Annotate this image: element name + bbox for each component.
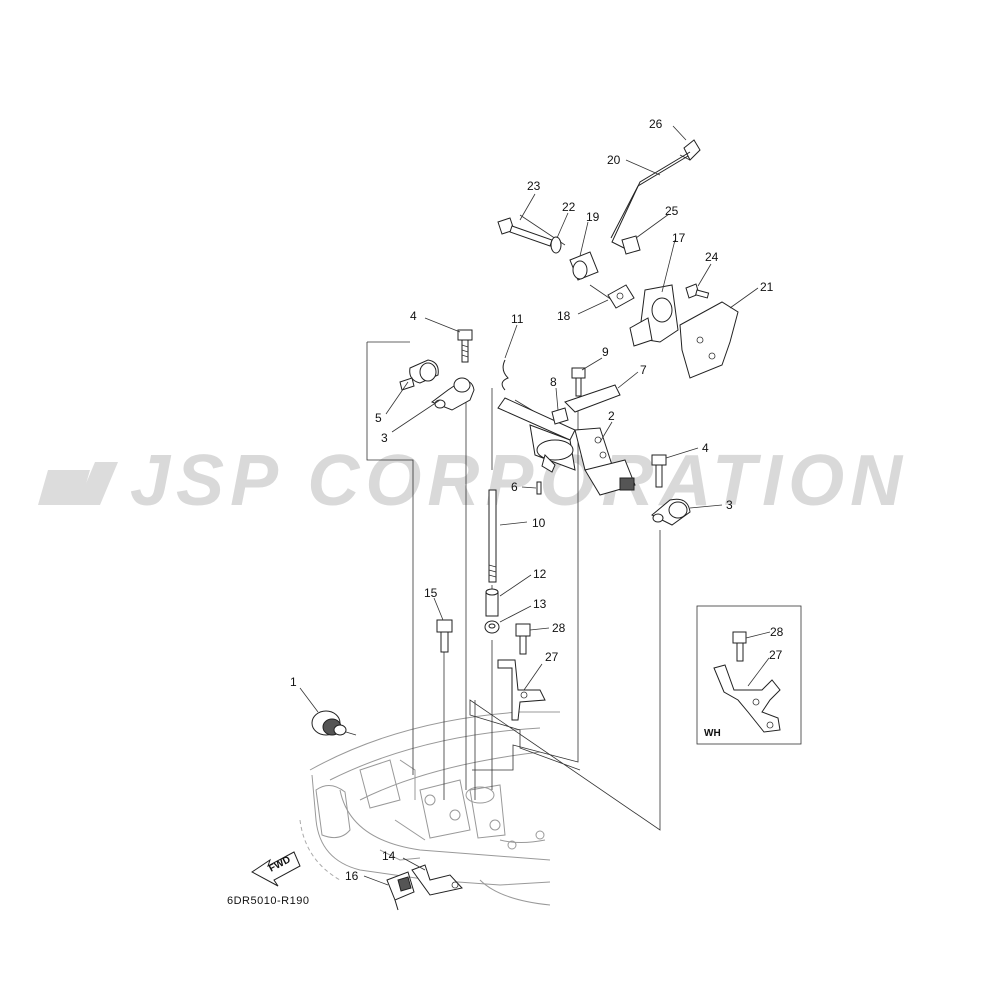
part-27-bracket: [497, 659, 546, 721]
part-13-nut: [484, 620, 500, 634]
label-18: 18: [557, 309, 571, 323]
part-14-bracket: [411, 864, 463, 896]
label-5: 5: [375, 411, 382, 425]
part-17-throttle-cam: [629, 284, 679, 347]
part-16-clip: [386, 871, 415, 911]
part-6-pin: [536, 481, 542, 495]
label-9: 9: [602, 345, 609, 359]
label-26: 26: [649, 117, 663, 131]
label-4-upper: 4: [410, 309, 417, 323]
inset-label-27: 27: [769, 648, 783, 662]
inset-tag: WH: [704, 728, 721, 739]
fwd-arrow-icon: FWD: [251, 851, 301, 887]
part-11-clip: [501, 359, 509, 391]
part-9-bolt: [571, 367, 586, 397]
assembly-lines: [366, 154, 691, 831]
part-23-bolt: [497, 217, 553, 247]
label-11: 11: [511, 312, 524, 326]
inset-label-28: 28: [770, 625, 784, 639]
watermark-text: JSP CORPORATION: [130, 441, 908, 521]
part-18-lever: [607, 284, 635, 309]
label-17: 17: [672, 231, 686, 245]
label-4-right: 4: [702, 441, 709, 455]
label-6: 6: [511, 480, 518, 494]
label-19: 19: [586, 210, 600, 224]
part-3-upper-bracket: [430, 377, 475, 411]
part-20-link-rod: [610, 151, 691, 251]
label-21: 21: [760, 280, 774, 294]
part-25-nut: [621, 235, 641, 255]
part-4-right-bolt: [651, 454, 667, 488]
label-16: 16: [345, 869, 359, 883]
outboard-body-outline: [299, 711, 560, 906]
label-leaders: [299, 125, 759, 886]
part-15-bolt: [436, 619, 453, 653]
label-24: 24: [705, 250, 719, 264]
label-23: 23: [527, 179, 541, 193]
label-3-upper: 3: [381, 431, 388, 445]
label-1: 1: [290, 675, 297, 689]
part-3-right-bracket: [651, 498, 691, 526]
part-5-bushing: [399, 359, 439, 391]
part-7-bracket: [564, 384, 621, 413]
label-28: 28: [552, 621, 566, 635]
watermark-logo: JSP CORPORATION: [38, 441, 908, 521]
label-12: 12: [533, 567, 547, 581]
label-10: 10: [532, 516, 546, 530]
label-27: 27: [545, 650, 559, 664]
part-2-shift-lever-assembly: [497, 397, 636, 496]
part-21-mount-plate: [679, 301, 739, 379]
part-24-bolt: [685, 283, 710, 299]
diagram-reference-code: 6DR5010-R190: [227, 895, 309, 907]
label-8: 8: [550, 375, 557, 389]
part-19-collar: [569, 251, 599, 281]
label-13: 13: [533, 597, 547, 611]
part-4-upper-bolt: [457, 329, 473, 363]
part-1-grommet: [311, 710, 357, 736]
part-10-rod: [488, 489, 497, 583]
label-7: 7: [640, 363, 647, 377]
label-2: 2: [608, 409, 615, 423]
label-15: 15: [424, 586, 438, 600]
part-12-spacer: [485, 588, 499, 617]
label-14: 14: [382, 849, 396, 863]
part-28-bolt: [515, 623, 531, 655]
part-8-plate: [551, 407, 569, 425]
label-3-right: 3: [726, 498, 733, 512]
part-number-labels: 1 2 3 3 4 4 5 6 7 8 9 10 11 12 13 14 15 …: [290, 117, 774, 883]
label-20: 20: [607, 153, 621, 167]
inset-wh-variant: 28 27 WH: [696, 605, 802, 745]
label-25: 25: [665, 204, 679, 218]
part-22-washer: [550, 236, 562, 254]
label-22: 22: [562, 200, 576, 214]
